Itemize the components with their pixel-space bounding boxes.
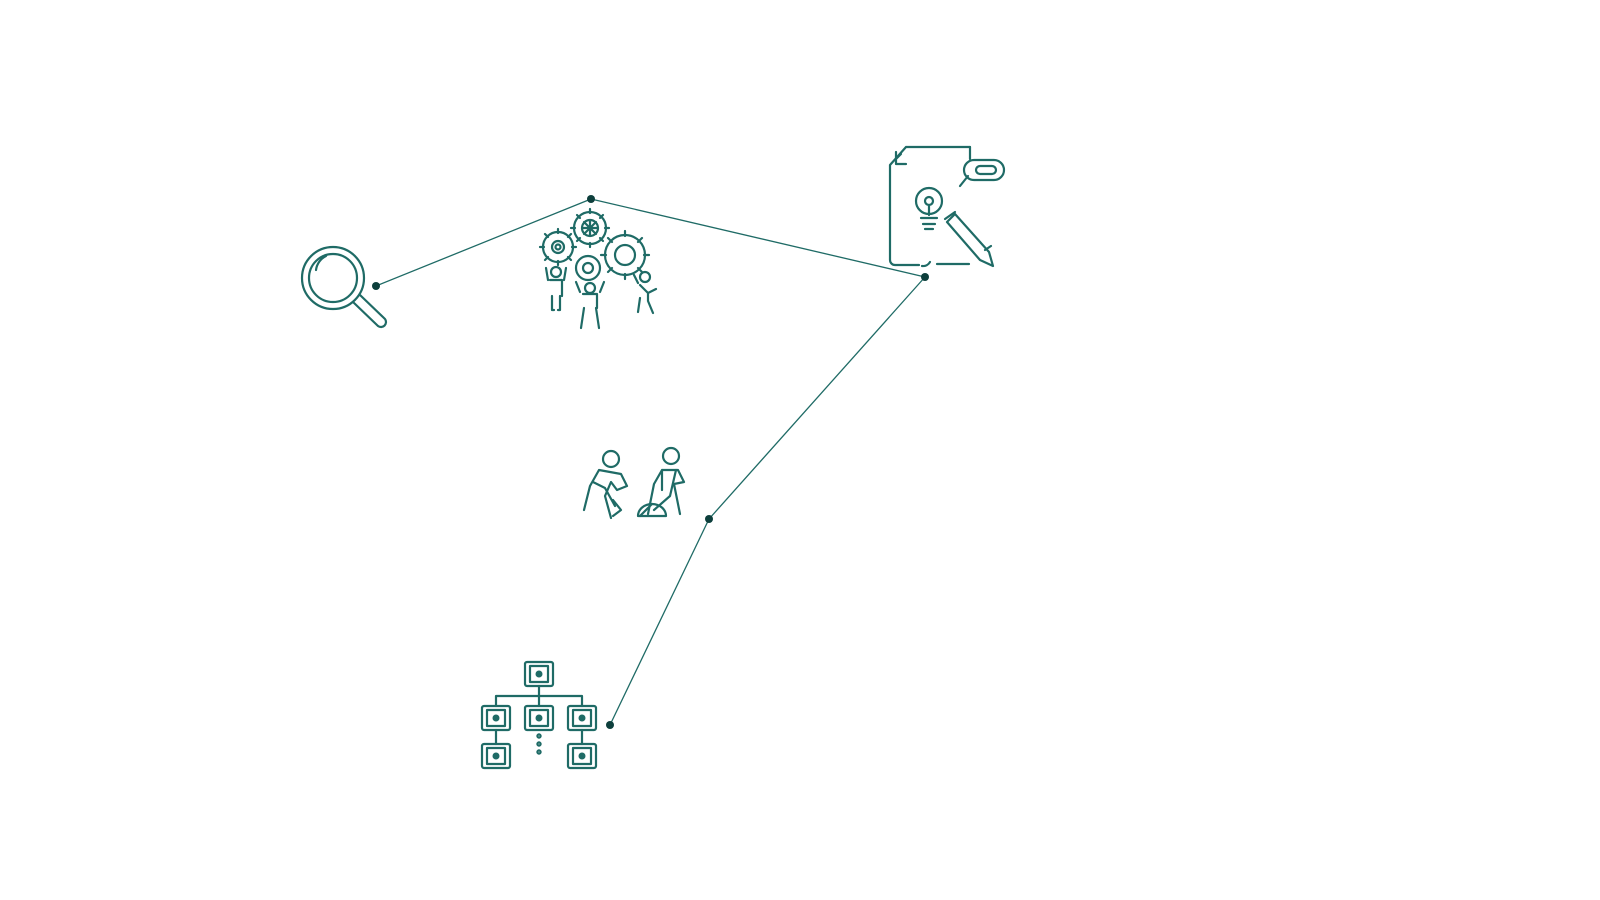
connector-design-build bbox=[708, 276, 926, 520]
node-dots bbox=[372, 195, 929, 729]
magnifying-glass-icon bbox=[300, 245, 388, 329]
node-dot-teamwork bbox=[587, 195, 595, 203]
connector-research-teamwork bbox=[375, 198, 592, 287]
connector-teamwork-design bbox=[590, 198, 926, 278]
workers-digging-icon bbox=[582, 446, 686, 520]
connector-build-structure bbox=[609, 518, 710, 726]
connector-lines bbox=[375, 198, 926, 726]
document-idea-pencil-icon bbox=[888, 145, 1006, 268]
node-dot-research bbox=[372, 282, 380, 290]
hierarchy-chart-icon bbox=[480, 660, 598, 770]
team-with-gears-icon bbox=[538, 207, 658, 330]
node-dot-structure bbox=[606, 721, 614, 729]
node-dot-design bbox=[921, 273, 929, 281]
node-dot-build bbox=[705, 515, 713, 523]
